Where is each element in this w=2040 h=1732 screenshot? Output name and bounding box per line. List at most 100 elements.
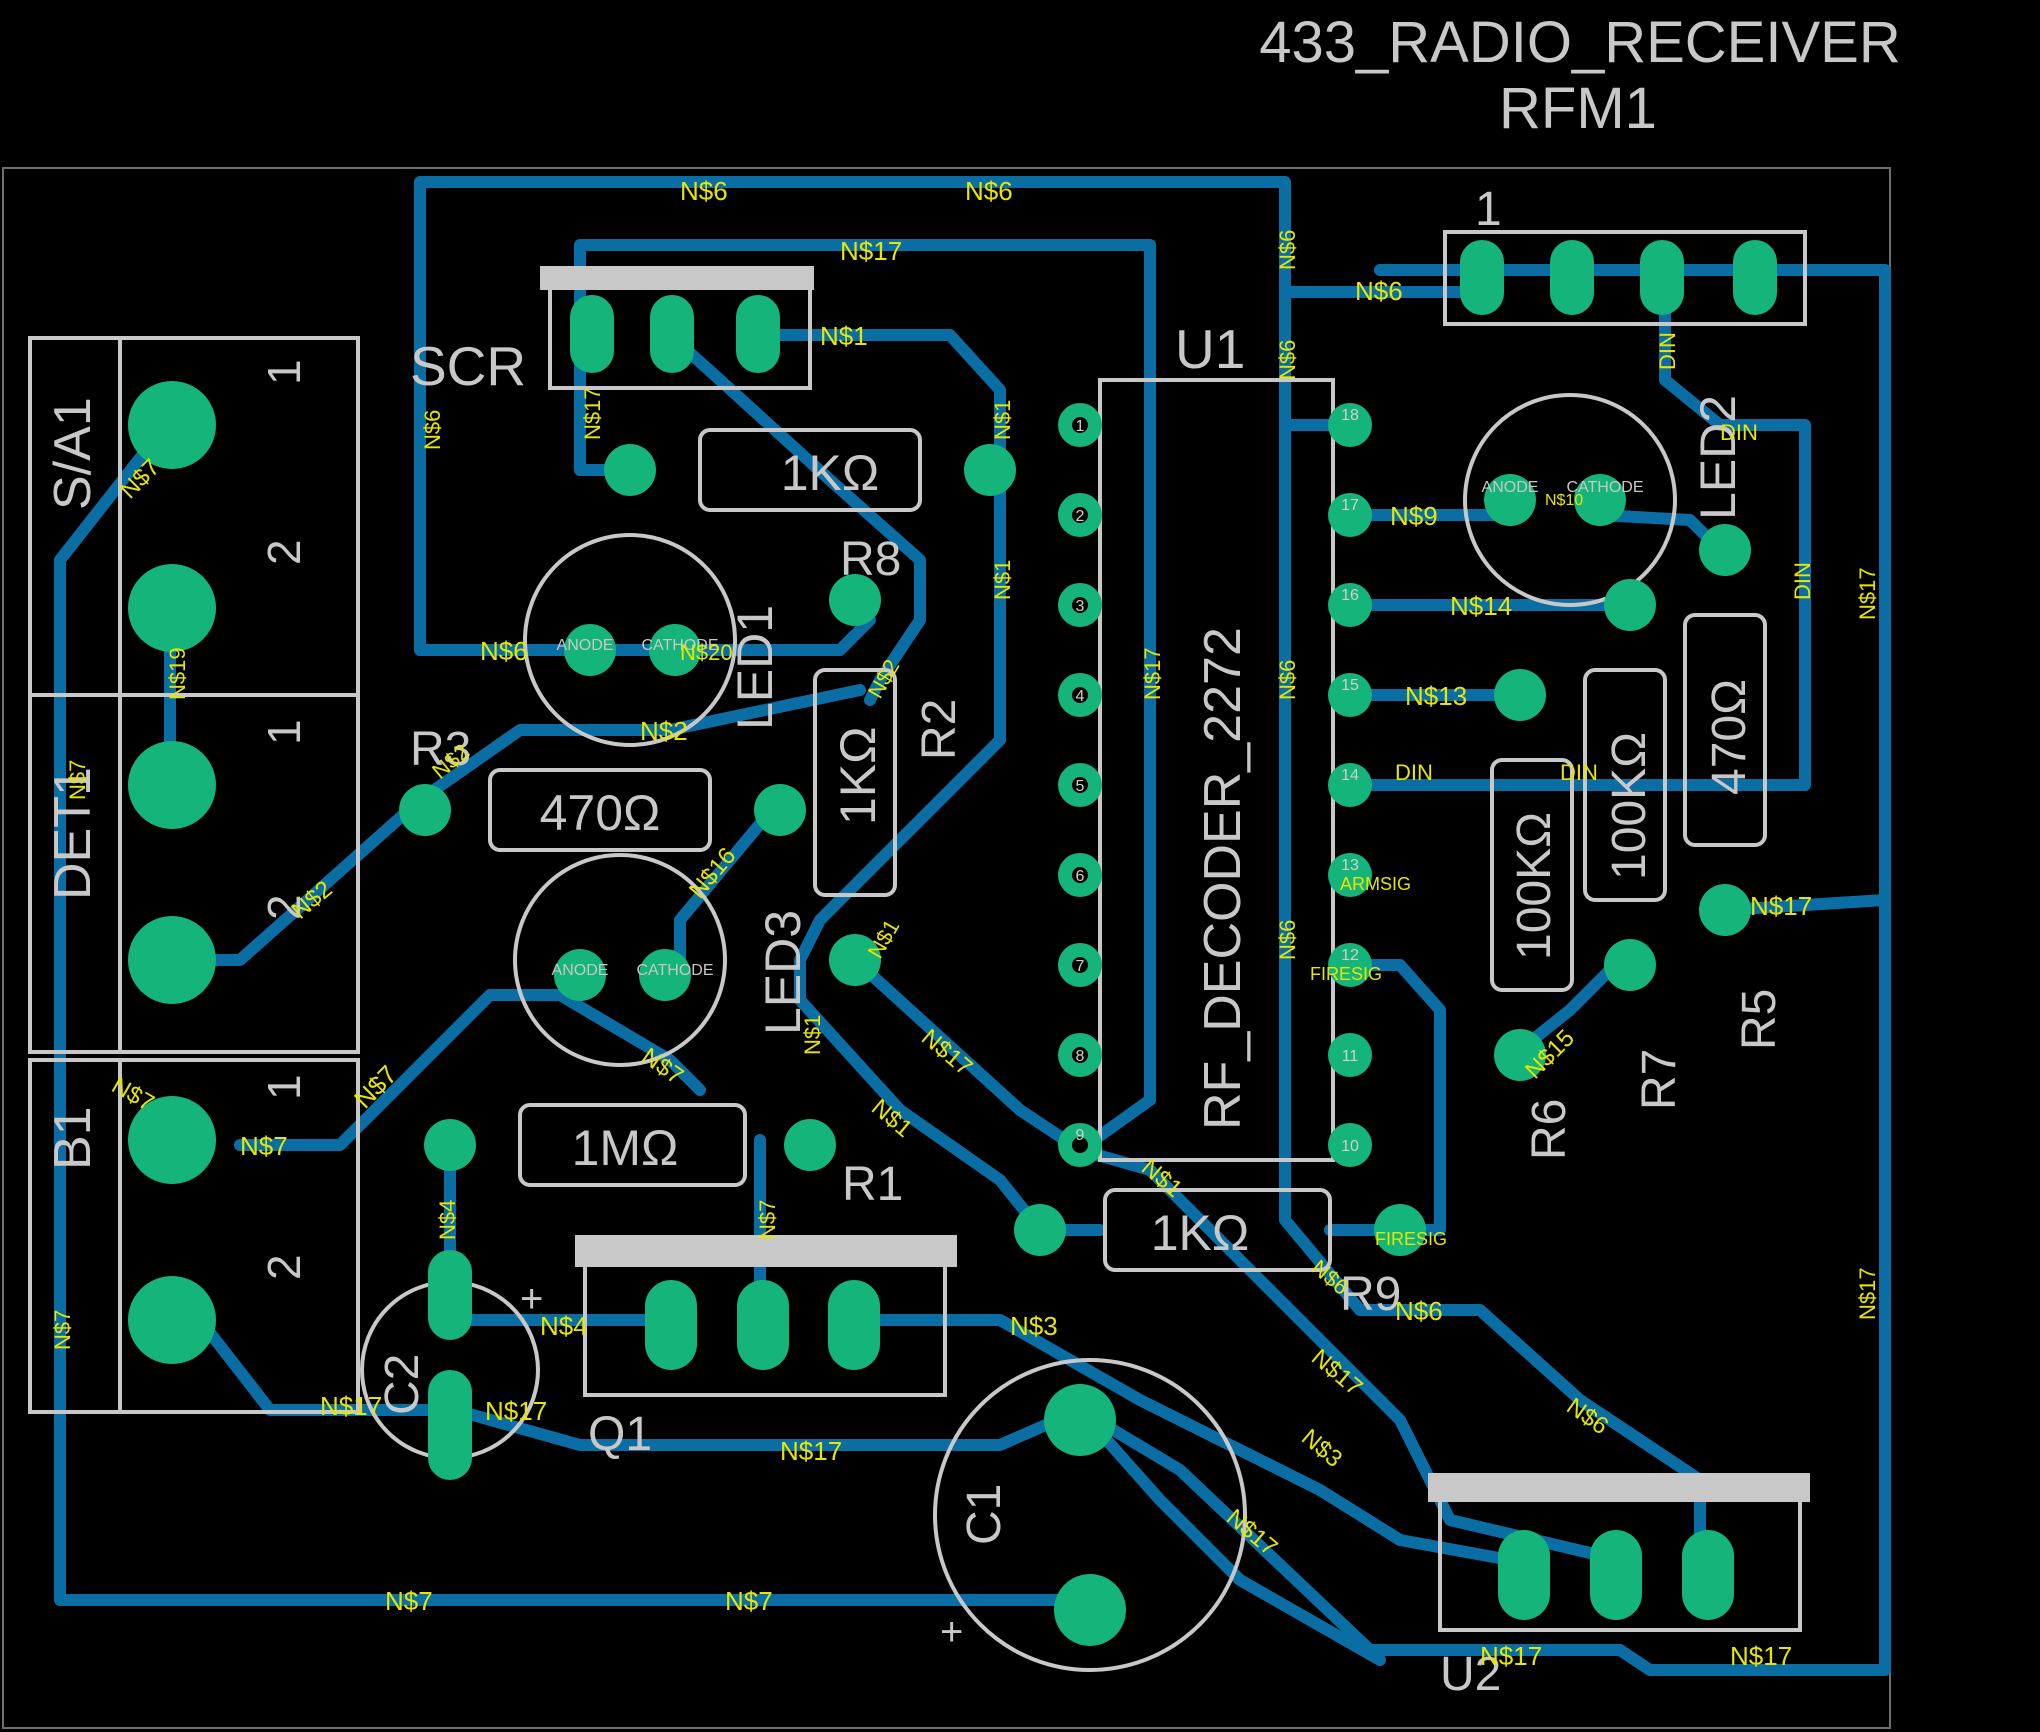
r1-value: 1MΩ <box>572 1120 679 1176</box>
net-label: N$4 <box>540 1311 588 1341</box>
u1-label: U1 <box>1175 318 1245 380</box>
net-label: N$2 <box>640 716 688 746</box>
trace-firesig <box>1339 959 1446 1236</box>
u1-pins-left <box>1058 403 1102 1167</box>
net-label: N$3 <box>1296 1424 1347 1473</box>
net-label: N$6 <box>1275 920 1300 960</box>
r7-value: 100KΩ <box>1603 732 1656 880</box>
net-label: N$14 <box>1450 591 1512 621</box>
net-label: N$17 <box>1480 1641 1542 1671</box>
net-label: DIN <box>1720 420 1758 445</box>
net-label: N$7 <box>385 1586 433 1616</box>
svg-text:4: 4 <box>1076 688 1085 705</box>
net-label: DIN <box>1395 760 1433 785</box>
c1-plus: + <box>940 1610 963 1654</box>
scr-label: SCR <box>410 335 526 397</box>
net-label: N$3 <box>1010 1311 1058 1341</box>
svg-text:1: 1 <box>1076 418 1085 435</box>
trace-din <box>1339 286 1811 791</box>
net-label: N$1 <box>990 400 1015 440</box>
r8-outline <box>698 428 922 512</box>
svg-text:14: 14 <box>1341 767 1359 784</box>
net-label: N$7 <box>240 1131 288 1161</box>
trace-n17-right <box>1374 264 1891 1676</box>
net-label: N$1 <box>990 560 1015 600</box>
sa1-pin2: 2 <box>258 539 310 565</box>
q1-label: Q1 <box>588 1408 652 1461</box>
r9-value: 1KΩ <box>1151 1205 1250 1261</box>
r9-outline <box>1103 1188 1332 1272</box>
svg-text:16: 16 <box>1341 587 1359 604</box>
net-label: N$17 <box>780 1436 842 1466</box>
det1-label: DET1 <box>44 767 102 900</box>
svg-text:10: 10 <box>1341 1138 1359 1155</box>
net-label: N$17 <box>1730 1641 1792 1671</box>
svg-text:3: 3 <box>1076 598 1085 615</box>
svg-text:7: 7 <box>1076 958 1085 975</box>
net-label: N$6 <box>1275 660 1300 700</box>
net-label: N$6 <box>480 636 528 666</box>
net-label: N$6 <box>420 410 445 450</box>
led2-anode: ANODE <box>1482 479 1539 496</box>
r8-label: R8 <box>840 533 901 586</box>
r1-label: R1 <box>842 1158 903 1211</box>
u2-tab <box>1428 1473 1810 1502</box>
header-pin1-label: 1 <box>1475 183 1502 236</box>
pads <box>128 240 1777 1646</box>
r2-value: 1KΩ <box>830 726 886 825</box>
net-label: N$17 <box>485 1396 547 1426</box>
r5-value: 470Ω <box>1703 679 1756 795</box>
trace-n1-scr <box>664 329 926 706</box>
net-label: N$4 <box>435 1200 460 1240</box>
net-label: N$1 <box>866 1094 917 1143</box>
net-label: N$6 <box>680 176 728 206</box>
net-label: DIN <box>1790 562 1815 600</box>
c2-plus: + <box>520 1277 543 1321</box>
net-label: DIN <box>1560 760 1598 785</box>
net-label: N$17 <box>840 236 902 266</box>
net-label: N$13 <box>1405 681 1467 711</box>
led1-label: LED1 <box>727 605 783 730</box>
r8-value: 1KΩ <box>781 445 880 501</box>
net-label: N$6 <box>1275 230 1300 270</box>
u1-pins-right <box>1328 403 1372 1167</box>
u1-outline <box>1098 378 1335 1162</box>
trace-n2 <box>164 684 866 966</box>
det1-pin1: 1 <box>258 719 310 745</box>
c1-label: C1 <box>958 1484 1011 1545</box>
svg-text:11: 11 <box>1342 1048 1359 1065</box>
net-label: N$7 <box>65 760 90 800</box>
scr-tab <box>540 266 814 290</box>
r2-outline <box>813 668 897 897</box>
net-label: N$7 <box>755 1200 780 1240</box>
q1-tab <box>575 1235 957 1267</box>
net-label: DIN <box>1655 332 1680 370</box>
net-label: N$17 <box>320 1391 382 1421</box>
svg-text:13: 13 <box>1341 857 1359 874</box>
u2-label: U2 <box>1440 1648 1501 1701</box>
silkscreen <box>28 230 1810 1672</box>
led1-outline <box>523 533 737 747</box>
trace-n1 <box>754 329 1046 1236</box>
trace-n17-c1 <box>1074 1404 1386 1666</box>
det1-outline <box>28 693 360 1054</box>
r6-outline <box>1490 758 1574 992</box>
net-label: N$17 <box>916 1024 977 1082</box>
trace-n7-mid <box>234 989 706 1151</box>
led2-cathode: CATHODE <box>1566 479 1643 496</box>
sa1-label: S/A1 <box>44 397 102 510</box>
r6-label: R6 <box>1523 1099 1576 1160</box>
svg-text:18: 18 <box>1341 407 1359 424</box>
led3-label: LED3 <box>755 910 811 1035</box>
net-label: N$6 <box>1355 276 1403 306</box>
net-label: N$20 <box>680 640 733 665</box>
r7-outline <box>1583 668 1667 902</box>
svg-text:9: 9 <box>1076 1127 1085 1144</box>
net-label: N$6 <box>965 176 1013 206</box>
r3-value: 470Ω <box>540 785 661 841</box>
net-label: N$6 <box>1275 340 1300 380</box>
net-label: N$19 <box>165 647 190 700</box>
net-label: N$17 <box>1140 647 1165 700</box>
trace-n17-r5 <box>1719 894 1891 916</box>
svg-text:5: 5 <box>1076 778 1085 795</box>
